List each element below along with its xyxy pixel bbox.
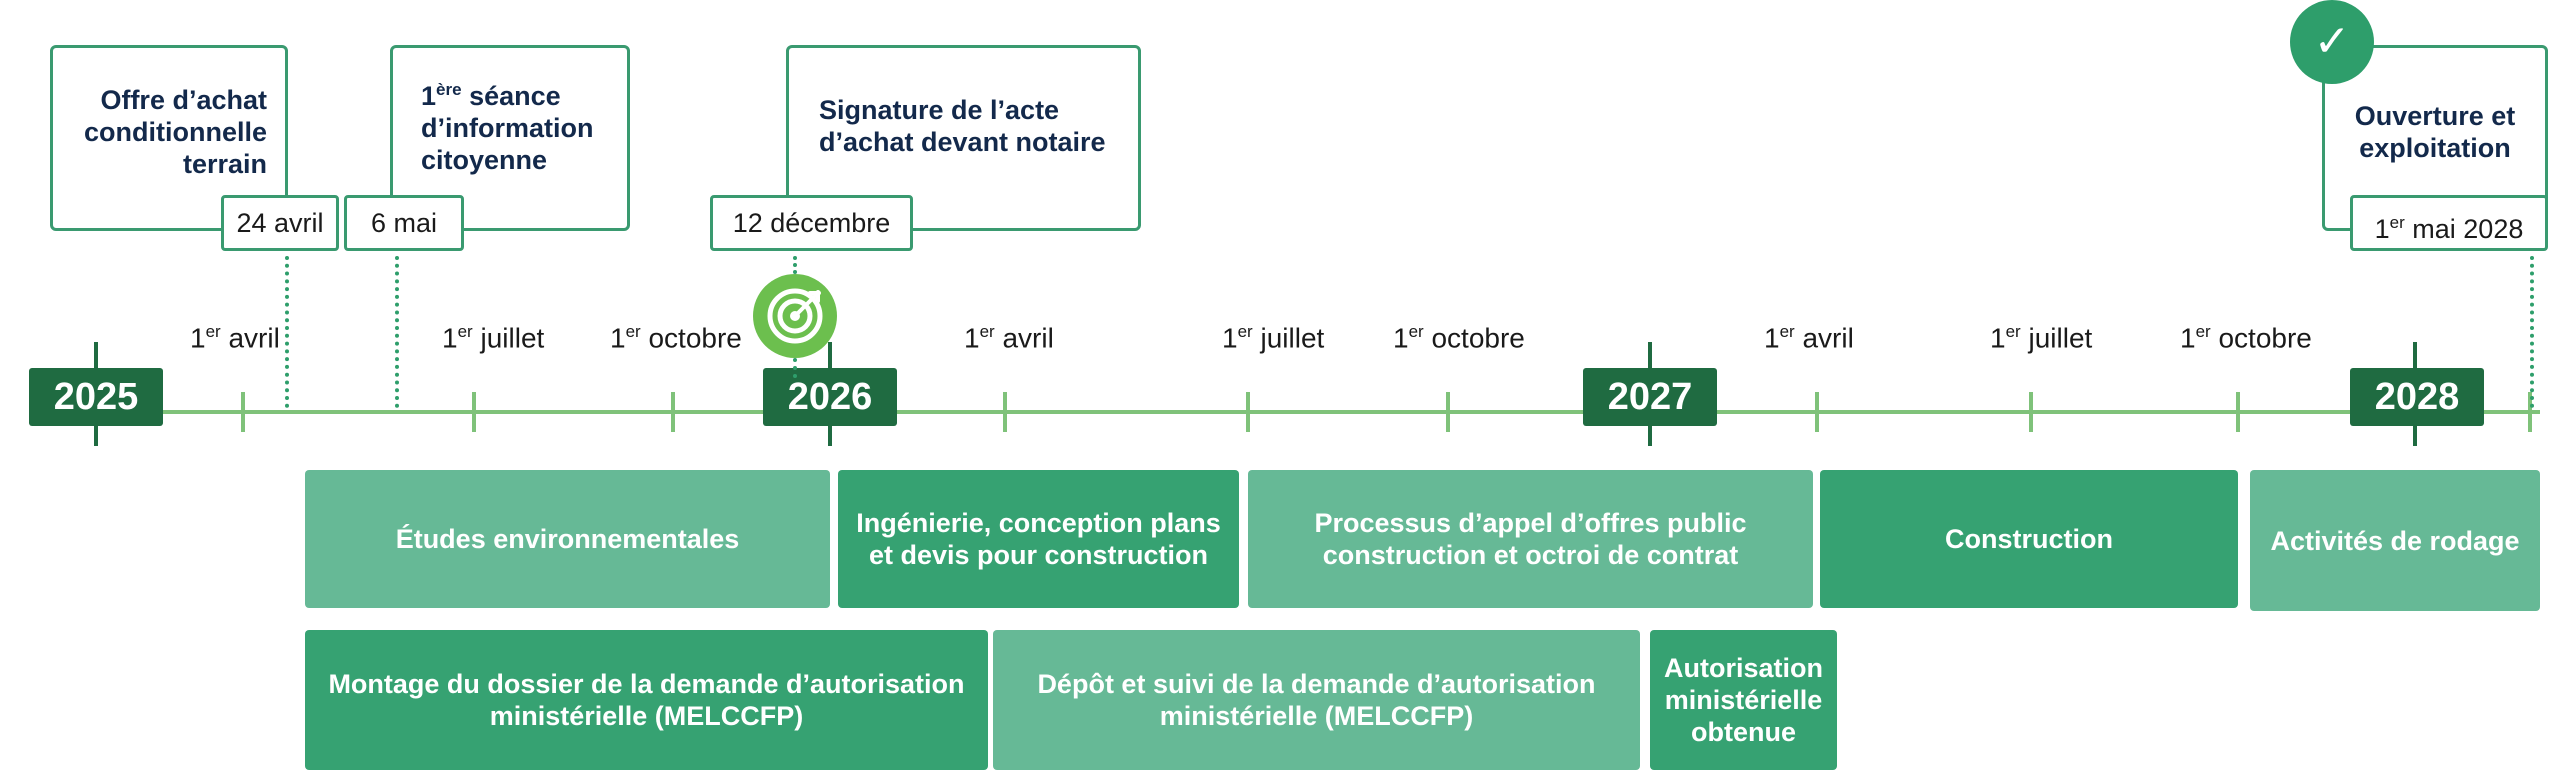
milestone-title-line: terrain — [182, 149, 267, 179]
milestone-title-line: Signature de l’acte — [819, 95, 1060, 125]
year-badge-2028: 2028 — [2350, 368, 2484, 426]
phase-montage-dossier: Montage du dossier de la demande d’autor… — [305, 630, 988, 770]
tick-2025-avril — [241, 392, 245, 432]
tick-2026-avril — [1003, 392, 1007, 432]
tick-2027-avril — [1815, 392, 1819, 432]
year-badge-2026: 2026 — [763, 368, 897, 426]
milestone-date-24-avril: 24 avril — [221, 195, 339, 251]
quarter-label-2027-juillet: 1er juillet — [1990, 322, 2093, 354]
milestone-date-6-mai: 6 mai — [344, 195, 464, 251]
tick-2025-juillet — [472, 392, 476, 432]
target-icon — [753, 274, 837, 358]
target-icon-graphic — [767, 288, 823, 344]
milestone-connector-6-mai — [395, 256, 399, 408]
milestone-connector-12-decembre-bottom — [793, 358, 797, 378]
tick-2027-juillet — [2029, 392, 2033, 432]
check-icon: ✓ — [2290, 0, 2374, 84]
quarter-label-2025-juillet: 1er juillet — [442, 322, 545, 354]
milestone-title-line: exploitation — [2359, 133, 2511, 163]
timeline-axis — [40, 410, 2540, 414]
milestone-title-line: Offre d’achat — [100, 85, 267, 115]
tick-2027-octobre — [2236, 392, 2240, 432]
milestone-title-line: citoyenne — [421, 145, 548, 175]
quarter-label-2025-avril: 1er avril — [190, 322, 280, 354]
year-badge-2025: 2025 — [29, 368, 163, 426]
tick-2025-octobre — [671, 392, 675, 432]
quarter-label-2026-avril: 1er avril — [964, 322, 1054, 354]
tick-2028-mai — [2528, 392, 2532, 432]
phase-autorisation-obtenue: Autorisation ministérielle obtenue — [1650, 630, 1837, 770]
milestone-date-1er-mai-2028: 1er mai 2028 — [2350, 195, 2548, 251]
milestone-connector-12-decembre-top — [793, 256, 797, 274]
phase-appel-offres: Processus d’appel d’offres public constr… — [1248, 470, 1813, 608]
phase-ingenierie-conception: Ingénierie, conception plans et devis po… — [838, 470, 1239, 608]
quarter-label-2027-octobre: 1er octobre — [2180, 322, 2312, 354]
quarter-label-2026-octobre: 1er octobre — [1393, 322, 1525, 354]
milestone-title: Offre d’achat conditionnelle terrain — [84, 84, 267, 180]
phase-depot-suivi: Dépôt et suivi de la demande d’autorisat… — [993, 630, 1640, 770]
tick-2026-octobre — [1446, 392, 1450, 432]
phase-activites-rodage: Activités de rodage — [2250, 470, 2540, 611]
milestone-title-line: d’achat devant notaire — [819, 127, 1106, 157]
milestone-title: 1ère séance d’information citoyenne — [421, 74, 593, 176]
milestone-title-line: conditionnelle — [83, 117, 267, 147]
phase-construction: Construction — [1820, 470, 2238, 608]
milestone-title-line: d’information — [421, 113, 594, 143]
milestone-title: Signature de l’acte d’achat devant notai… — [819, 94, 1106, 158]
quarter-label-2026-juillet: 1er juillet — [1222, 322, 1325, 354]
quarter-label-2027-avril: 1er avril — [1764, 322, 1854, 354]
milestone-date-12-decembre: 12 décembre — [710, 195, 913, 251]
milestone-title-line: Ouverture et — [2354, 101, 2516, 131]
tick-2026-juillet — [1246, 392, 1250, 432]
milestone-connector-24-avril — [285, 256, 289, 408]
quarter-label-2025-octobre: 1er octobre — [610, 322, 742, 354]
milestone-title: Ouverture et exploitation — [2325, 100, 2545, 164]
milestone-title-line: 1ère séance — [421, 80, 561, 111]
milestone-connector-1er-mai-2028 — [2530, 256, 2534, 408]
milestone-callout-seance-information: 1ère séance d’information citoyenne — [390, 45, 630, 231]
year-badge-2027: 2027 — [1583, 368, 1717, 426]
phase-etudes-environnementales: Études environnementales — [305, 470, 830, 608]
